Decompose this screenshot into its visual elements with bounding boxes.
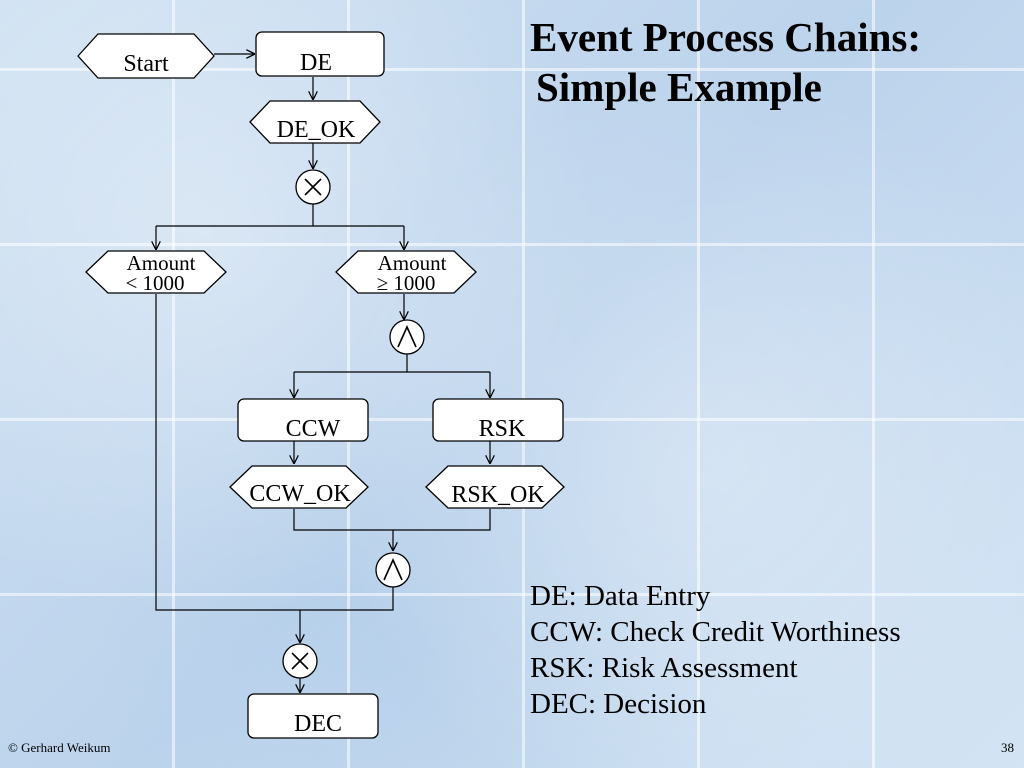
- event-amount-lt-1000: Amount < 1000: [85, 250, 227, 295]
- event-ccw-ok-label: CCW_OK: [249, 481, 351, 507]
- slide-title-line1: Event Process Chains:: [530, 14, 922, 60]
- event-rsk-ok: RSK_OK: [425, 465, 565, 509]
- edge-amountlt-merge: [155, 294, 394, 611]
- function-dec: DEC: [247, 693, 379, 739]
- event-amount-ge-line2: ≥ 1000: [377, 271, 436, 295]
- event-de-ok: DE_OK: [249, 100, 381, 144]
- event-de-ok-label: DE_OK: [277, 117, 356, 143]
- event-rsk-ok-label: RSK_OK: [451, 482, 545, 508]
- function-de: DE: [255, 31, 385, 77]
- event-ccw-ok: CCW_OK: [229, 465, 369, 509]
- function-rsk: RSK: [432, 398, 564, 442]
- event-amount-lt-line2: < 1000: [125, 271, 184, 295]
- legend-item: RSK: Risk Assessment: [530, 652, 798, 684]
- footer-author: © Gerhard Weikum: [8, 740, 111, 755]
- footer-page-number: 38: [1001, 740, 1014, 755]
- event-amount-ge-line1: Amount: [378, 251, 447, 275]
- legend-item: DEC: Decision: [530, 688, 707, 720]
- function-ccw: CCW: [237, 398, 369, 442]
- event-start: Start: [77, 33, 215, 79]
- edge-ccwok-join: [293, 509, 491, 531]
- xor-join-connector: [282, 643, 318, 679]
- legend-item: CCW: Check Credit Worthiness: [530, 616, 901, 648]
- and-split-connector: [389, 319, 425, 355]
- function-rsk-label: RSK: [479, 416, 526, 442]
- abbreviation-legend: DE: Data Entry CCW: Check Credit Worthin…: [530, 578, 901, 722]
- xor-split-connector: [295, 169, 331, 205]
- slide-title-line2: Simple Example: [536, 64, 822, 110]
- legend-item: DE: Data Entry: [530, 580, 711, 612]
- and-join-connector: [375, 552, 411, 588]
- slide-title: Event Process Chains: Simple Example: [530, 12, 1010, 112]
- connectors: [156, 54, 490, 693]
- event-amount-ge-1000: Amount ≥ 1000: [335, 250, 477, 295]
- function-de-label: DE: [300, 50, 332, 76]
- function-ccw-label: CCW: [286, 416, 341, 442]
- event-amount-lt-line1: Amount: [127, 251, 196, 275]
- function-dec-label: DEC: [294, 711, 342, 737]
- event-start-label: Start: [123, 51, 169, 77]
